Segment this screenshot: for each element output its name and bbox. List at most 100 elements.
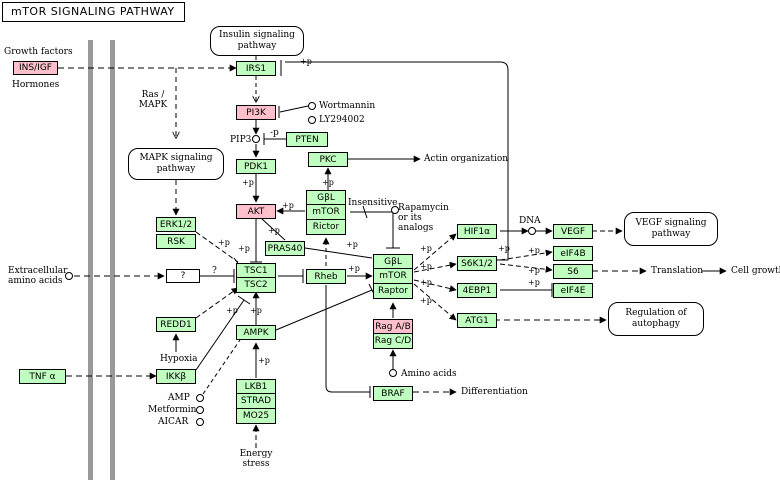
gene-pras40[interactable]: PRAS40 (265, 241, 305, 256)
gene-mtor-mtorc2[interactable]: mTOR (306, 205, 346, 220)
membrane-bar-inner (110, 40, 115, 480)
edge-wortmannin-pi3k (279, 105, 309, 113)
amino-acids-node (389, 369, 397, 377)
gene-s6k12[interactable]: S6K1/2 (457, 256, 497, 271)
gene-rheb[interactable]: Rheb (306, 269, 346, 284)
label-plus-p: +p (528, 246, 540, 255)
gene-raptor[interactable]: Raptor (373, 284, 413, 299)
label-actin: Actin organization (424, 154, 509, 164)
gene-rsk[interactable]: RSK (156, 234, 196, 249)
label-plus-p: +p (420, 262, 432, 271)
mapk-pathway-box[interactable]: MAPK signaling pathway (128, 148, 224, 180)
label-aicar: AICAR (158, 417, 189, 427)
gene-eif4e[interactable]: eIF4E (553, 283, 593, 298)
label-plus-p: +p (282, 201, 294, 210)
dna-node (528, 227, 536, 235)
label-question: ? (212, 266, 217, 276)
label-differentiation: Differentiation (461, 387, 528, 397)
gene-pdk1[interactable]: PDK1 (236, 159, 276, 174)
label-plus-p: +p (300, 57, 312, 66)
gene-irs1[interactable]: IRS1 (236, 61, 276, 76)
gene-tnfa[interactable]: TNF α (19, 369, 66, 384)
label-plus-p: +p (218, 238, 230, 247)
label-energy-stress: Energy stress (239, 449, 273, 469)
label-insensitive: Insensitive (348, 198, 398, 208)
label-translation: Translation (651, 266, 704, 276)
label-ras-mapk: Ras / MAPK (138, 90, 168, 110)
label-amp: AMP (168, 393, 190, 403)
label-cell-growth: Cell growth (731, 266, 780, 276)
ly294002-node (308, 116, 316, 124)
gene-tsc1[interactable]: TSC1 (236, 263, 276, 278)
gene-s6[interactable]: S6 (553, 264, 593, 279)
wortmannin-node (308, 102, 316, 110)
label-extracellular: Extracellular amino acids (8, 266, 68, 286)
gene-rag-ab[interactable]: Rag A/B (373, 319, 413, 334)
gene-gbl-mtorc2[interactable]: GβL (306, 190, 346, 205)
membrane-bar-outer (88, 40, 93, 480)
gene-rag-cd[interactable]: Rag C/D (373, 334, 413, 349)
gene-ikkb[interactable]: IKKβ (156, 369, 196, 384)
insulin-pathway-box[interactable]: Insulin signaling pathway (210, 26, 304, 56)
label-plus-p: +p (498, 244, 510, 253)
label-minus-p: -p (270, 128, 279, 138)
gene-braf[interactable]: BRAF (373, 386, 413, 401)
label-plus-p: +p (528, 278, 540, 287)
gene-ampk[interactable]: AMPK (236, 325, 276, 340)
extracellular-node (65, 272, 73, 280)
pip3-node (252, 135, 260, 143)
vegf-pathway-box[interactable]: VEGF signaling pathway (624, 212, 718, 246)
label-plus-p: +p (238, 244, 250, 253)
label-growth-factors: Growth factors (4, 47, 73, 57)
gene-pten[interactable]: PTEN (286, 132, 328, 147)
gene-tsc2[interactable]: TSC2 (236, 278, 276, 293)
gene-pi3k[interactable]: PI3K (236, 105, 276, 120)
gene-erk12[interactable]: ERK1/2 (156, 217, 196, 232)
label-hormones: Hormones (12, 80, 60, 90)
label-wortmannin: Wortmannin (319, 101, 376, 111)
gene-ins-igf[interactable]: INS/IGF (13, 61, 58, 75)
gene-mtor-mtorc1[interactable]: mTOR (373, 269, 413, 284)
gene-gbl-mtorc1[interactable]: GβL (373, 254, 413, 269)
gene-mo25[interactable]: MO25 (236, 409, 276, 424)
gene-atg1[interactable]: ATG1 (457, 313, 497, 328)
gene-akt[interactable]: AKT (236, 204, 276, 219)
metformin-node (196, 406, 204, 414)
amp-node (196, 394, 204, 402)
gene-eif4b[interactable]: eIF4B (553, 246, 593, 261)
label-plus-p: +p (226, 306, 238, 315)
label-metformin: Metformin (148, 405, 197, 415)
gene-redd1[interactable]: REDD1 (156, 317, 196, 332)
label-hypoxia: Hypoxia (160, 354, 198, 364)
edge-s6k-irs1-feedback (285, 61, 509, 261)
label-plus-p: +p (420, 244, 432, 253)
label-ly294002: LY294002 (319, 115, 365, 125)
gene-lkb1[interactable]: LKB1 (236, 379, 276, 394)
rapamycin-node (391, 206, 399, 214)
gene-4ebp1[interactable]: 4EBP1 (457, 283, 497, 298)
label-dna: DNA (519, 216, 541, 226)
gene-rictor[interactable]: Rictor (306, 220, 346, 235)
label-plus-p: +p (346, 240, 358, 249)
aicar-node (196, 418, 204, 426)
label-plus-p: +p (420, 278, 432, 287)
diagram-title: mTOR SIGNALING PATHWAY (2, 2, 185, 22)
label-plus-p: +p (420, 296, 432, 305)
label-rapamycin: Rapamycin or its analogs (398, 203, 449, 233)
gene-pkc[interactable]: PKC (308, 152, 348, 167)
label-plus-p: +p (348, 264, 360, 273)
label-amino-acids: Amino acids (401, 369, 457, 379)
label-pip3: PIP3 (230, 135, 252, 145)
gene-vegf[interactable]: VEGF (553, 224, 593, 239)
gene-hif1a[interactable]: HIF1α (457, 224, 497, 239)
label-plus-p: +p (528, 266, 540, 275)
label-plus-p: +p (322, 178, 334, 187)
gene-unknown[interactable]: ? (166, 269, 200, 283)
label-plus-p: +p (250, 306, 262, 315)
gene-strad[interactable]: STRAD (236, 394, 276, 409)
label-plus-p: +p (258, 356, 270, 365)
autophagy-pathway-box[interactable]: Regulation of autophagy (608, 302, 704, 336)
label-plus-p: +p (268, 226, 280, 235)
